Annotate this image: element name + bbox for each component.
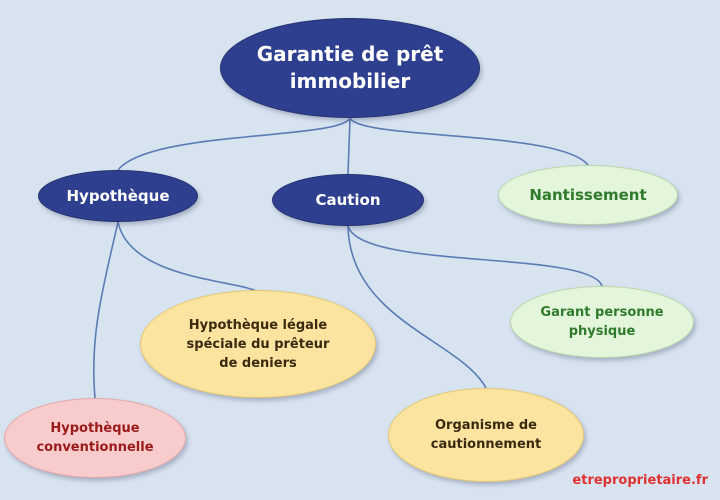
node-caution: Caution — [272, 174, 424, 226]
root-node-line-1: Garantie de prêt — [256, 42, 444, 66]
connector-hypotheque-legale — [117, 221, 259, 293]
node-organisme-cautionnement: Organisme de cautionnement — [388, 388, 584, 482]
node-organisme-line-2: cautionnement — [430, 437, 542, 452]
node-hypotheque-conventionnelle: Hypothèque conventionnelle — [4, 398, 186, 478]
node-hypotheque-conventionnelle-line-2: conventionnelle — [36, 440, 154, 455]
node-garant-line-2: physique — [568, 324, 636, 339]
node-hypotheque-legale-line-3: de deniers — [219, 355, 297, 371]
node-hypotheque-conventionnelle-line-1: Hypothèque — [50, 421, 140, 436]
connector-caution-organisme — [347, 225, 487, 389]
node-caution-label: Caution — [315, 191, 381, 209]
root-node-line-2: immobilier — [289, 69, 411, 93]
node-nantissement-label: Nantissement — [529, 186, 647, 204]
connector-caution-garant — [347, 225, 603, 287]
node-hypotheque: Hypothèque — [38, 170, 198, 222]
connector-root-hypotheque — [117, 117, 351, 171]
node-garant-line-1: Garant personne — [540, 305, 664, 320]
node-hypotheque-legale-line-2: spéciale du prêteur — [186, 336, 330, 352]
root-node-garantie-pret-immobilier: Garantie de prêt immobilier — [220, 18, 480, 118]
node-organisme-line-1: Organisme de — [434, 418, 537, 433]
connector-root-nantissement — [349, 117, 589, 166]
node-hypotheque-label: Hypothèque — [66, 187, 170, 205]
node-hypotheque-legale: Hypothèque légale spéciale du prêteur de… — [140, 290, 376, 398]
connector-root-caution — [347, 117, 351, 175]
connector-hypotheque-conventionnelle — [92, 221, 119, 399]
node-nantissement: Nantissement — [498, 165, 678, 225]
node-garant-personne-physique: Garant personne physique — [510, 286, 694, 358]
site-watermark: etreproprietaire.fr — [572, 473, 708, 488]
node-hypotheque-legale-line-1: Hypothèque légale — [188, 317, 328, 333]
